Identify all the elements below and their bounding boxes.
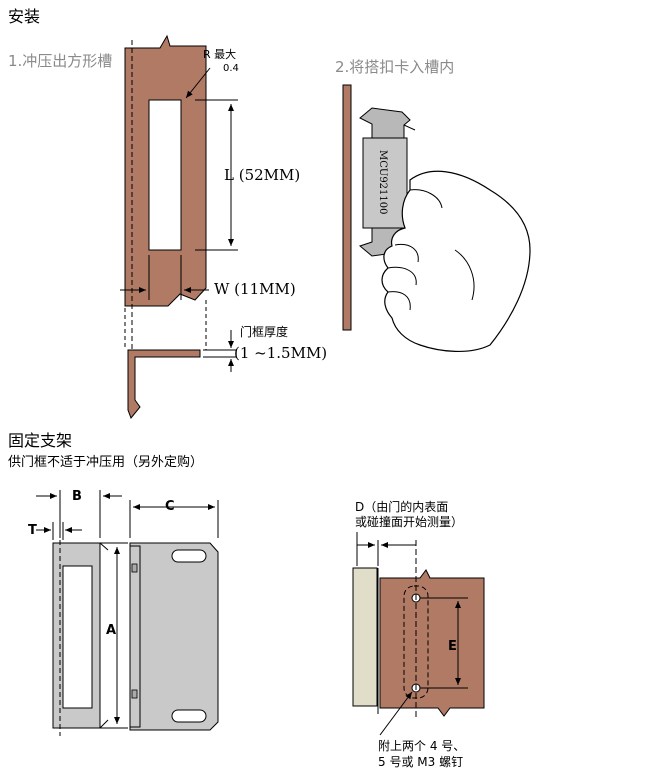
mounting-figure (352, 532, 485, 736)
dim-b-label: B (72, 489, 82, 504)
bracket-title: 固定支架 (8, 431, 72, 450)
door-panel (352, 567, 378, 707)
bracket-front-plate (129, 542, 219, 731)
frame-profile (127, 349, 201, 419)
frame-thickness-value: (1 ~1.5MM) (234, 344, 327, 362)
dim-t-label: T (28, 523, 37, 538)
dim-d-line2: 或碰撞面开始测量） (355, 514, 463, 529)
mounting-frame (379, 569, 485, 717)
hand-outline (381, 170, 531, 353)
radius-value: 0.4 (223, 63, 239, 74)
screw-note-line2: 5 号或 M3 螺钉 (378, 755, 463, 769)
slot-cutout (148, 99, 182, 251)
bracket-figure (36, 490, 219, 736)
width-label: W (11MM) (214, 280, 296, 298)
bracket-subtitle: 供门框不适于冲压用（另外定购） (8, 454, 203, 470)
step2-label: 2.将搭扣卡入槽内 (335, 58, 454, 76)
dim-c-label: C (165, 499, 175, 514)
screw-note-line1: 附上两个 4 号、 (378, 739, 465, 753)
latch-insert-figure (342, 84, 531, 353)
length-label: L (52MM) (224, 166, 300, 184)
install-title: 安装 (8, 7, 40, 26)
radius-label: R 最大 (203, 47, 236, 61)
dim-a-label: A (106, 623, 116, 638)
frame-cutout-figure (120, 34, 238, 419)
bracket-slot-top (171, 549, 207, 563)
dim-e-label: E (448, 639, 457, 654)
step1-label: 1.冲压出方形槽 (8, 52, 112, 70)
frame-thickness-label: 门框厚度 (240, 324, 288, 339)
bracket-slot-bottom (171, 709, 207, 723)
latch-label-plate (362, 137, 408, 229)
dim-d-line1: D（由门的内表面 (355, 499, 448, 514)
door-frame-edge (342, 84, 352, 331)
part-code: MCU921100 (377, 150, 388, 215)
